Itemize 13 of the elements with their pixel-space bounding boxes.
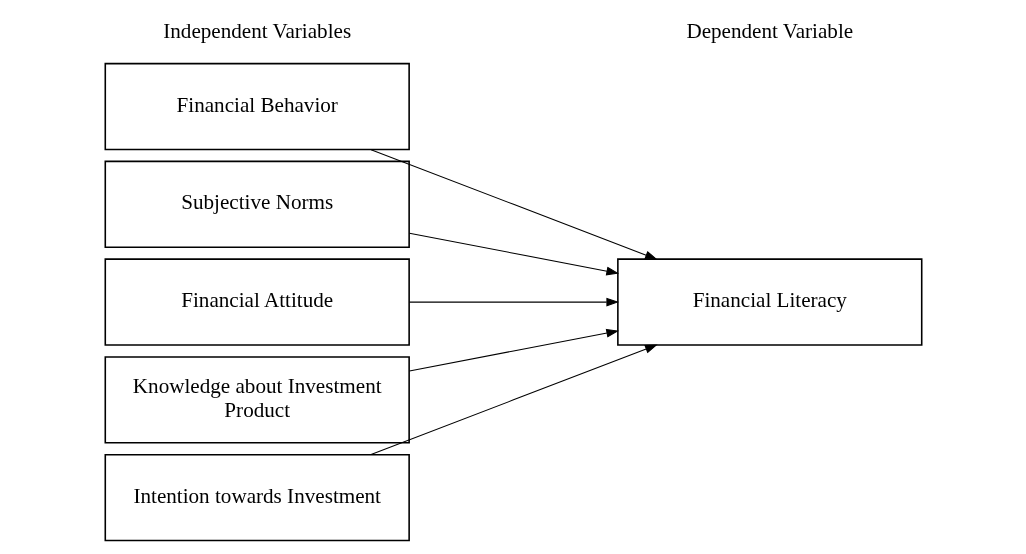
arrow: [370, 149, 658, 260]
arrow: [408, 232, 619, 276]
arrow: [408, 328, 619, 372]
arrow: [370, 344, 658, 455]
node-box: Subjective Norms: [104, 160, 410, 249]
node-box: Knowledge about Investment Product: [104, 356, 410, 444]
node-box: Financial Behavior: [104, 62, 410, 151]
label: Dependent Variable: [685, 18, 853, 43]
node-box: Intention towards Investment: [104, 453, 410, 542]
node-box: Financial Attitude: [104, 258, 410, 346]
label: Independent Variables: [162, 18, 351, 43]
arrow: [408, 297, 619, 307]
node-box: Financial Literacy: [616, 258, 922, 346]
